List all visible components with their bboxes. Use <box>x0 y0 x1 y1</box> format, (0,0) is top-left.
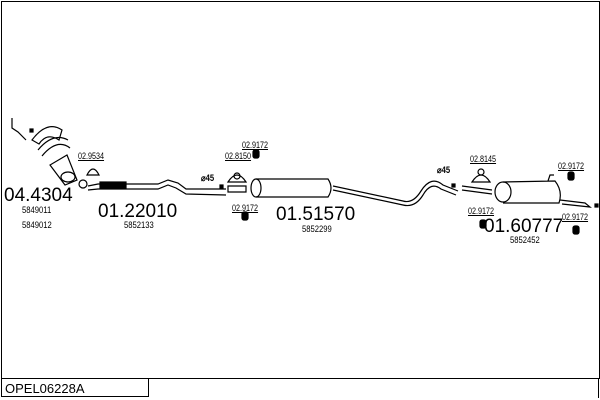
clamp-icon <box>470 174 492 183</box>
part-number: 01.22010 <box>98 201 178 222</box>
part-number: 04.4304 <box>4 185 73 206</box>
gasket-icon <box>86 168 100 176</box>
rear-muffler <box>502 174 592 208</box>
centre-muffler <box>256 178 332 198</box>
diameter-label: ⌀45 <box>437 165 451 175</box>
accessory-code: 02.9534 <box>78 151 105 161</box>
accessory-code: 02.9172 <box>242 140 269 150</box>
exhaust-manifold-catalyst <box>31 126 78 186</box>
part-number: 01.60777 <box>484 216 564 237</box>
rear-pipe <box>461 185 493 195</box>
accessory-code: 02.8145 <box>470 154 497 164</box>
part-ref: 5852299 <box>302 224 332 234</box>
front-pipe <box>87 179 227 196</box>
centre-pipe-connector <box>227 185 247 193</box>
accessory-code: 02.9172 <box>468 206 495 216</box>
clamp-icon <box>226 174 248 183</box>
diagram-title: OPEL06228A <box>1 378 149 397</box>
accessory-code: 02.9172 <box>562 212 589 222</box>
accessory-code: 02.8150 <box>225 151 252 161</box>
part-ref: 5852452 <box>510 235 540 245</box>
part-ref: 5852133 <box>124 220 154 230</box>
part-ref: 5849012 <box>22 220 52 230</box>
part-number: 01.51570 <box>276 204 356 225</box>
accessory-code: 02.9172 <box>558 161 585 171</box>
intermediate-pipe <box>332 180 459 207</box>
lambda-sensor <box>11 118 27 141</box>
accessory-code: 02.9172 <box>232 203 259 213</box>
title-bar <box>150 378 599 398</box>
diameter-label: ⌀45 <box>201 173 215 183</box>
part-ref: 5849011 <box>22 205 52 215</box>
